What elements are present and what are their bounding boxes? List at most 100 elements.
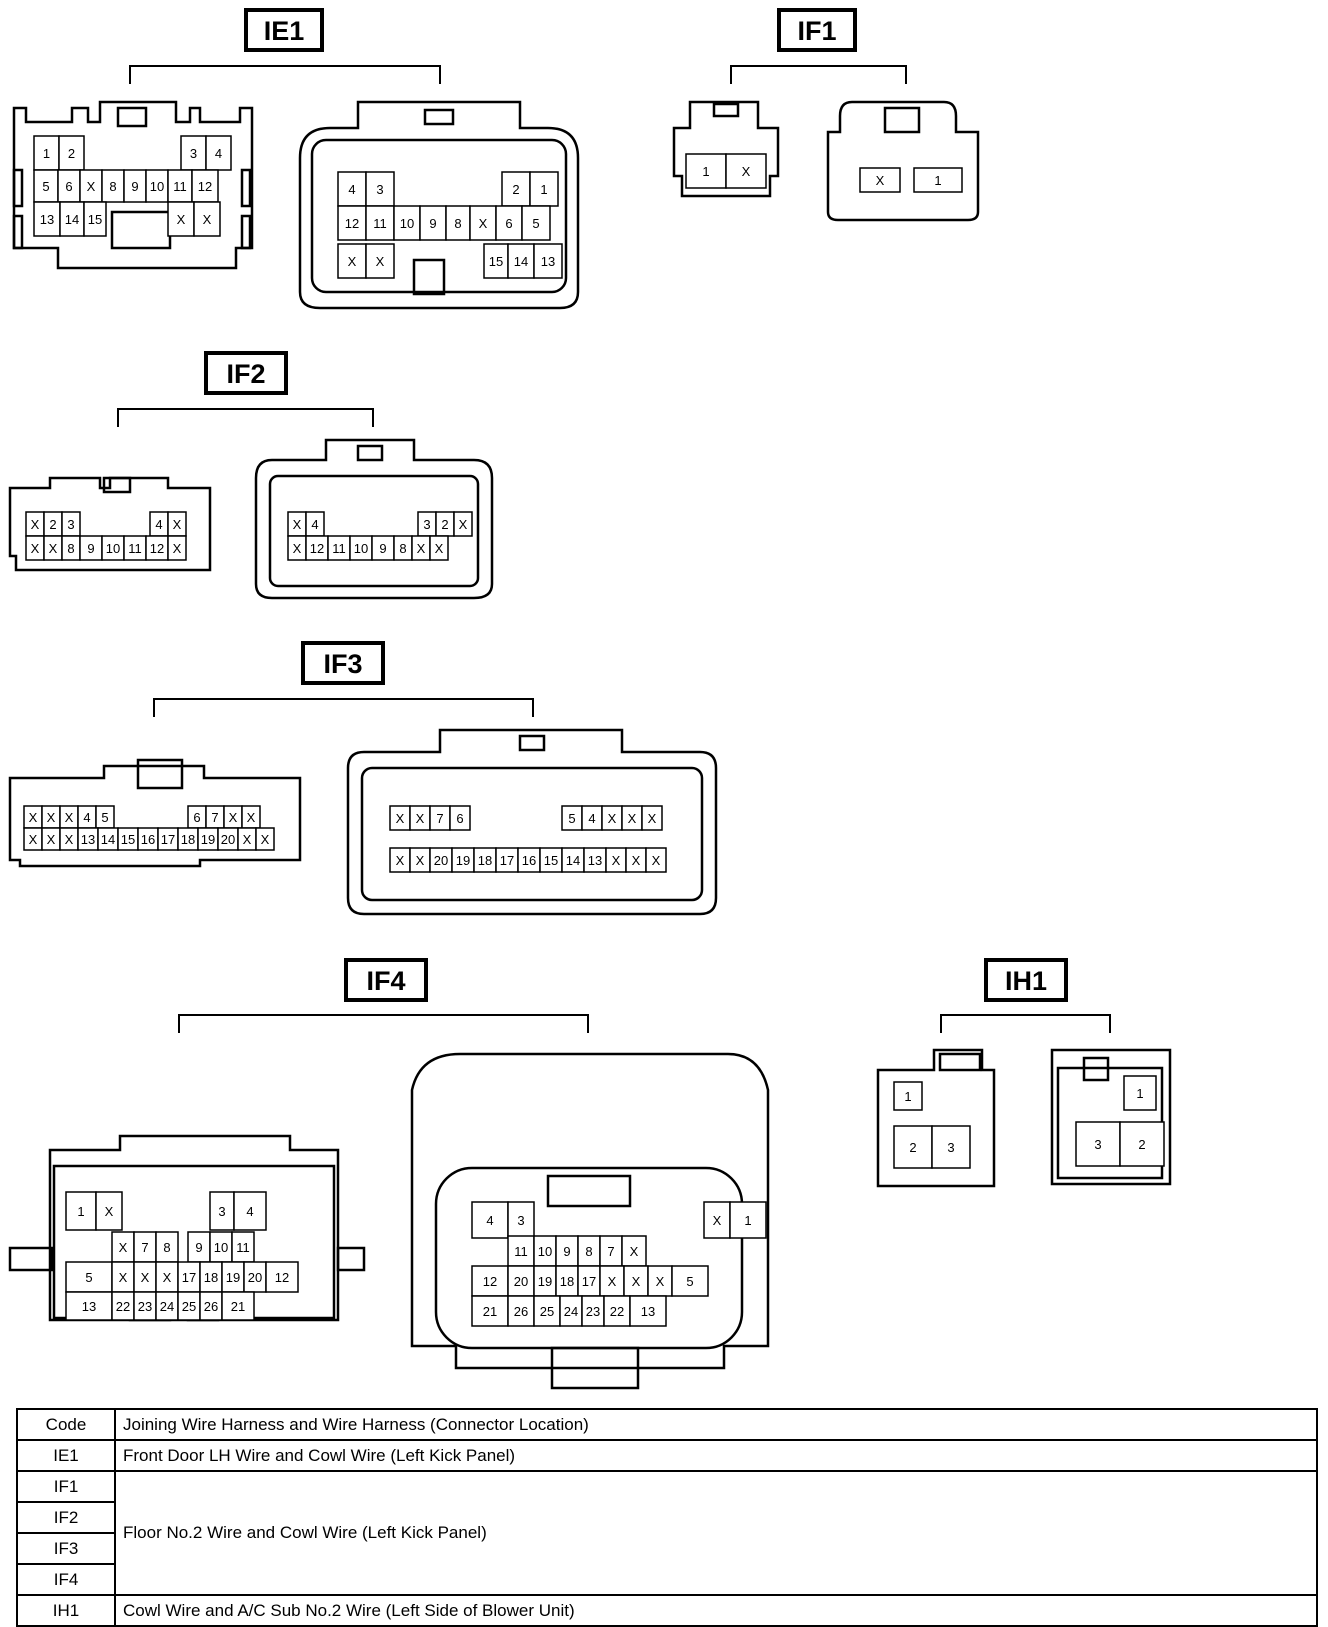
pin-label: 19 (456, 853, 470, 868)
pin-label: 10 (538, 1244, 552, 1259)
pin-cell (645, 847, 667, 873)
pin-if4-v1-19: 19 (221, 1261, 245, 1293)
pin-label: 1 (1136, 1086, 1143, 1101)
pin-cell (507, 1201, 535, 1239)
pin-cell (429, 535, 449, 561)
pin-ie1-v2-5: 5 (521, 205, 551, 241)
pin-if3-v1-x: X (223, 805, 243, 829)
pin-label: 8 (399, 541, 406, 556)
pin-label: 20 (248, 1270, 262, 1285)
if2-left-housing (8, 476, 212, 572)
pin-label: X (416, 853, 425, 868)
pin-label: X (396, 853, 405, 868)
pin-if2-v1-2: 2 (43, 511, 63, 537)
table-header-row: Code Joining Wire Harness and Wire Harne… (16, 1408, 1318, 1441)
pin-if3-v2-x: X (601, 805, 623, 831)
pin-if4-v2-x: X (599, 1265, 625, 1297)
pin-if3-v1-x: X (23, 805, 43, 829)
pin-if3-v2-x: X (409, 805, 431, 831)
pin-cell (221, 1291, 255, 1321)
pin-if3-v2-x: X (389, 805, 411, 831)
table-header-code: Code (16, 1408, 116, 1441)
pin-if4-v1-25: 25 (177, 1291, 201, 1321)
pin-cell (859, 167, 901, 193)
pin-label: 19 (538, 1274, 552, 1289)
pin-cell (83, 201, 107, 237)
pin-if4-v1-1: 1 (65, 1191, 97, 1231)
pin-label: 12 (275, 1270, 289, 1285)
pin-cell (623, 1265, 649, 1297)
pin-label: 11 (332, 541, 346, 556)
pin-label: 11 (514, 1244, 528, 1259)
pin-if4-v2-x: X (621, 1235, 647, 1267)
pin-label: 8 (109, 179, 116, 194)
pin-if3-v1-18: 18 (177, 827, 199, 851)
pin-label: 9 (429, 216, 436, 231)
pin-if4-v1-x: X (95, 1191, 123, 1231)
pin-ie1-v1-14: 14 (59, 201, 85, 237)
pin-ie1-v2-9: 9 (419, 205, 447, 241)
pin-label: X (247, 810, 256, 825)
pin-ih1-v1-2: 2 (893, 1125, 933, 1169)
pin-if4-v1-17: 17 (177, 1261, 201, 1293)
pin-label: X (177, 212, 186, 227)
pin-label: 3 (1094, 1137, 1101, 1152)
pin-if4-v2-11: 11 (507, 1235, 535, 1267)
pin-cell (255, 827, 275, 851)
pin-cell (507, 243, 535, 279)
pin-if3-v2-x: X (645, 847, 667, 873)
pin-label: 17 (582, 1274, 596, 1289)
pin-label: X (31, 517, 40, 532)
pin-ie1-v2-4: 4 (337, 171, 367, 207)
pin-label: X (29, 810, 38, 825)
pin-label: 17 (161, 832, 175, 847)
pin-label: 9 (195, 1240, 202, 1255)
pin-if4-v2-18: 18 (555, 1265, 579, 1297)
pin-label: X (459, 517, 468, 532)
pin-label: 4 (246, 1204, 253, 1219)
pin-if1-v1-x: X (725, 153, 767, 189)
ih1-left-housing (876, 1048, 996, 1188)
if4-left-housing (48, 1134, 340, 1322)
table-cell-code: IF4 (16, 1563, 116, 1596)
pin-label: 7 (141, 1240, 148, 1255)
pin-label: 1 (934, 173, 941, 188)
pin-label: 5 (568, 811, 575, 826)
pin-if2-v1-x: X (167, 511, 187, 537)
pin-label: X (293, 517, 302, 532)
pin-label: 1 (540, 182, 547, 197)
pin-label: 13 (641, 1304, 655, 1319)
pin-ie1-v1-10: 10 (145, 169, 169, 203)
pin-if3-v2-7: 7 (429, 805, 451, 831)
pin-if2-v2-10: 10 (349, 535, 373, 561)
pin-label: 7 (436, 811, 443, 826)
pin-if3-v1-x: X (41, 805, 61, 829)
pin-if4-v2-7: 7 (599, 1235, 623, 1267)
pin-label: 18 (560, 1274, 574, 1289)
pin-if4-v2-10: 10 (533, 1235, 557, 1267)
connector-code-if1: IF1 (797, 16, 836, 46)
connector-label-ie1: IE1 (129, 8, 441, 84)
if4-right-housing (410, 1052, 770, 1370)
pin-if2-v2-x: X (453, 511, 473, 537)
table-cell-description: Front Door LH Wire and Cowl Wire (Left K… (114, 1439, 1318, 1472)
pin-if4-v1-20: 20 (243, 1261, 267, 1293)
ie1-left-housing (12, 100, 254, 270)
pin-if3-v1-20: 20 (217, 827, 239, 851)
pin-if3-v2-x: X (605, 847, 627, 873)
pin-label: X (49, 541, 58, 556)
connector-label-if4: IF4 (178, 958, 589, 1033)
pin-label: X (47, 810, 56, 825)
pin-if4-v2-9: 9 (555, 1235, 579, 1267)
pin-label: 7 (607, 1244, 614, 1259)
pin-label: X (608, 811, 617, 826)
ih1-right-housing (1050, 1048, 1172, 1186)
pin-label: 26 (514, 1304, 528, 1319)
pin-label: X (173, 517, 182, 532)
pin-label: 25 (182, 1299, 196, 1314)
pin-label: X (479, 216, 488, 231)
pin-if4-v1-26: 26 (199, 1291, 223, 1321)
pin-label: X (243, 832, 252, 847)
pin-label: 21 (483, 1304, 497, 1319)
pin-label: 6 (505, 216, 512, 231)
